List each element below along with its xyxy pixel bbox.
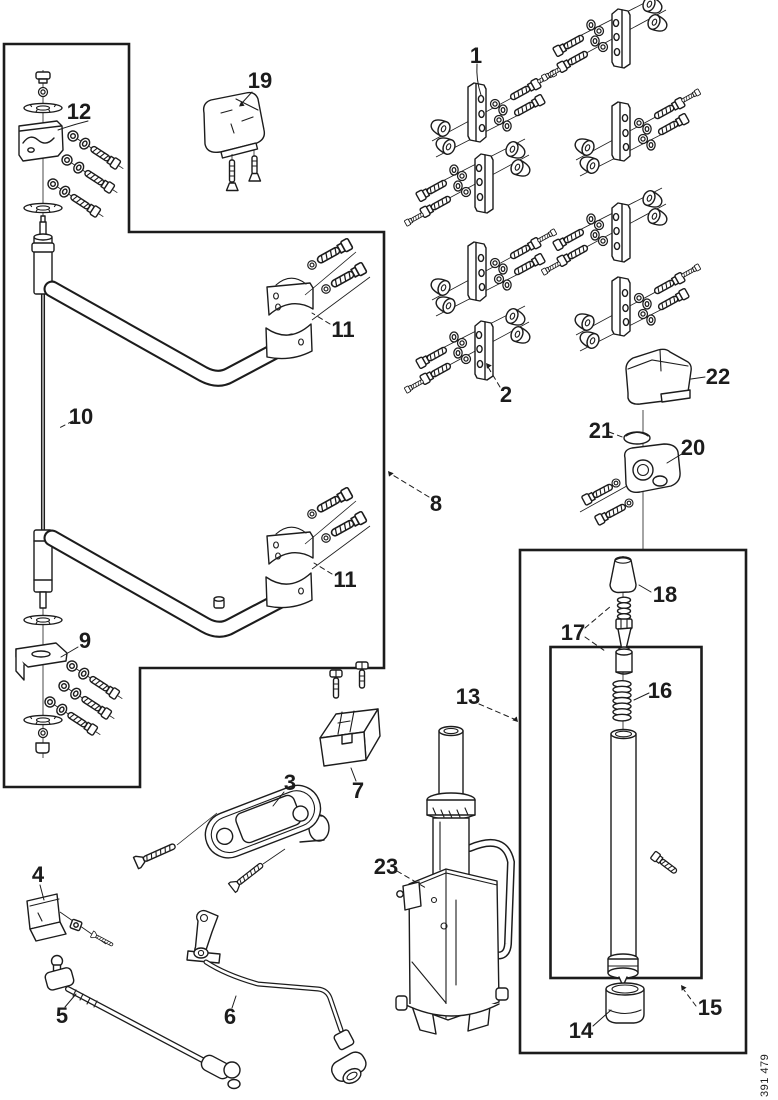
callout-12: 12 [67, 99, 91, 124]
part-23-actuator [395, 725, 516, 1035]
bracket-cluster [541, 0, 669, 81]
bracket-cluster-1 [429, 70, 557, 157]
callout-23: 23 [374, 854, 398, 879]
callout-11-lower: 11 [333, 567, 356, 592]
assembly-13-outline [518, 548, 748, 1055]
callout-14: 14 [569, 1018, 594, 1043]
part-18-cap [609, 556, 637, 594]
part-20-bracket [579, 443, 681, 527]
upper-tube [43, 280, 301, 387]
callout-4: 4 [32, 862, 45, 887]
part-15-strut-tube [607, 728, 680, 987]
bracket-cluster [404, 139, 532, 226]
bracket-cluster-2 [404, 306, 532, 393]
callout-7: 7 [352, 778, 364, 803]
callout-labels: 1 2 3 4 5 6 7 8 9 10 11 11 12 13 14 15 1… [32, 43, 730, 1043]
callout-2: 2 [500, 382, 512, 407]
callout-8: 8 [430, 491, 442, 516]
callout-11-upper: 11 [331, 317, 354, 342]
callout-6: 6 [224, 1004, 236, 1029]
part-21-plug [623, 431, 651, 445]
part-16-spring [612, 680, 632, 722]
bracket-cluster [429, 229, 557, 316]
callout-21: 21 [589, 418, 613, 443]
part-17-valve-stem [615, 596, 633, 662]
part-9-bracket-assembly [15, 614, 125, 754]
part-22-cap [625, 348, 692, 405]
callout-22: 22 [706, 364, 730, 389]
figure-number: 391 479 [759, 1054, 771, 1097]
leader-lines [39, 63, 706, 1027]
part-17-bushing [615, 646, 633, 675]
part-6-crank-cable [186, 909, 367, 1085]
callout-16: 16 [648, 678, 672, 703]
part-10-link-rod [31, 215, 55, 609]
assembly-8-outline [2, 42, 386, 789]
callout-18: 18 [653, 582, 677, 607]
bracket-cluster [573, 264, 701, 351]
part-19-cap [202, 91, 266, 192]
part-3-latch-plate [132, 784, 330, 894]
callout-19: 19 [248, 68, 272, 93]
callout-13: 13 [456, 684, 480, 709]
lower-tube [43, 529, 301, 638]
part-14-cup [605, 982, 645, 1024]
bracket-cluster [573, 89, 701, 176]
callout-15: 15 [698, 995, 722, 1020]
callout-3: 3 [284, 770, 296, 795]
callout-17: 17 [561, 620, 585, 645]
part-12-bracket-assembly [18, 71, 126, 221]
callout-9: 9 [79, 628, 91, 653]
callout-10: 10 [69, 404, 93, 429]
callout-20: 20 [681, 435, 705, 460]
part-5-drag-link [44, 954, 241, 1090]
part-4-angle-bracket [26, 893, 115, 949]
callout-5: 5 [56, 1003, 68, 1028]
part-7-clamp-block [319, 661, 381, 767]
bracket-cluster [541, 188, 669, 275]
callout-1: 1 [470, 43, 482, 68]
